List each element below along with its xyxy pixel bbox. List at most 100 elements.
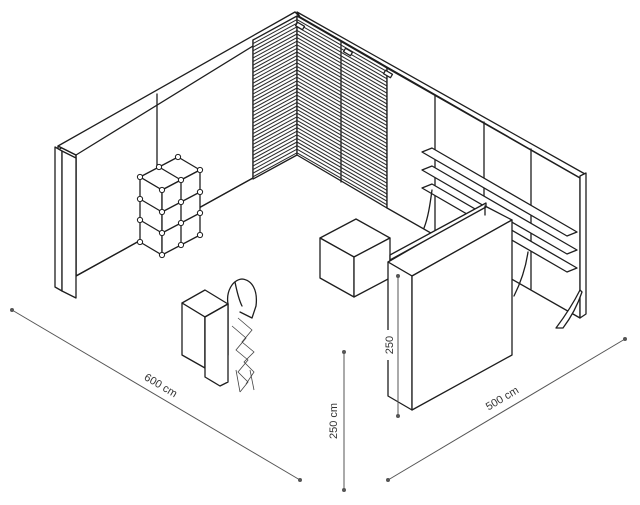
slat-line <box>296 58 388 112</box>
slat-line <box>252 22 298 48</box>
slat-line <box>252 152 298 178</box>
slatwall-left <box>252 15 298 180</box>
slat-line <box>252 80 298 106</box>
right-end-panel <box>555 172 587 329</box>
connector-node <box>158 229 166 237</box>
slat-line <box>296 55 388 109</box>
slat-line <box>252 137 298 163</box>
slat-line <box>252 105 298 131</box>
slat-line <box>296 145 388 199</box>
slat-line <box>252 51 298 77</box>
slat-line <box>252 55 298 81</box>
slat-line <box>296 91 388 145</box>
slat-line <box>296 134 388 188</box>
slat-line <box>252 26 298 52</box>
dimension-height: 250 cm <box>326 350 346 492</box>
slat-line <box>252 109 298 135</box>
slat-line <box>252 76 298 102</box>
slat-line <box>252 65 298 91</box>
slat-line <box>296 109 388 163</box>
cube-seat <box>319 218 391 298</box>
connector-node <box>136 238 144 246</box>
slat-line <box>296 130 388 184</box>
slat-line <box>296 105 388 159</box>
slat-line <box>296 44 388 98</box>
slat-line <box>252 123 298 149</box>
slat-line <box>296 98 388 152</box>
connector-node <box>158 186 166 194</box>
connector-node <box>155 163 163 171</box>
connector-node <box>136 173 144 181</box>
slat-line <box>252 40 298 66</box>
width-label: 600 cm <box>142 372 179 401</box>
dimension-width: 600 cm <box>10 308 302 482</box>
slat-line <box>252 119 298 145</box>
slat-line <box>252 62 298 88</box>
slat-line <box>296 87 388 141</box>
slat-line <box>252 148 298 174</box>
slat-line <box>252 98 298 124</box>
cube-shelf-unit <box>136 153 204 259</box>
slat-line <box>296 94 388 148</box>
slat-line <box>296 65 388 119</box>
connector-node <box>177 198 185 206</box>
slat-line <box>252 69 298 95</box>
slat-line <box>252 101 298 127</box>
slat-line <box>296 127 388 181</box>
slat-line <box>252 33 298 59</box>
connector-node <box>174 153 182 161</box>
slat-line <box>252 29 298 55</box>
bar-stool <box>226 278 258 393</box>
slat-line <box>296 73 388 127</box>
connector-node <box>158 251 166 259</box>
slat-line <box>252 116 298 142</box>
connector-node <box>196 166 204 174</box>
slat-line <box>296 112 388 166</box>
slat-line <box>296 80 388 134</box>
wall-height-label: 250 <box>384 336 396 354</box>
slat-line <box>296 137 388 191</box>
connector-node <box>136 216 144 224</box>
slat-line <box>296 76 388 130</box>
divider-wall <box>387 202 513 411</box>
depth-label: 500 cm <box>484 384 521 413</box>
slat-line <box>252 134 298 160</box>
connector-node <box>196 209 204 217</box>
slat-line <box>296 19 388 73</box>
wall-shelves <box>421 147 578 297</box>
slat-line <box>296 51 388 105</box>
slat-line <box>296 37 388 91</box>
slat-line <box>296 47 388 101</box>
slat-line <box>252 19 298 45</box>
dimension-wall-height: 250 <box>382 274 400 418</box>
spot-lights <box>294 21 394 79</box>
height-label: 250 cm <box>328 403 340 439</box>
connector-node <box>177 219 185 227</box>
slat-line <box>252 37 298 63</box>
slat-line <box>296 29 388 83</box>
connector-node <box>196 188 204 196</box>
slat-line <box>296 33 388 87</box>
slat-line <box>252 145 298 171</box>
slat-line <box>252 58 298 84</box>
connector-node <box>177 241 185 249</box>
slat-line <box>296 101 388 155</box>
slat-line <box>296 116 388 170</box>
slat-line <box>296 22 388 76</box>
slat-line <box>252 91 298 117</box>
connector-node <box>158 208 166 216</box>
left-end-panel <box>54 146 77 299</box>
slat-line <box>252 94 298 120</box>
slatwall-right <box>296 15 388 209</box>
slat-line <box>296 123 388 177</box>
slat-line <box>252 141 298 167</box>
connector-node <box>177 176 185 184</box>
slat-line <box>252 112 298 138</box>
slat-line <box>296 152 388 206</box>
slat-line <box>296 40 388 94</box>
slat-line <box>296 26 388 80</box>
slat-line <box>296 83 388 137</box>
slat-line <box>296 69 388 123</box>
slat-line <box>296 119 388 173</box>
